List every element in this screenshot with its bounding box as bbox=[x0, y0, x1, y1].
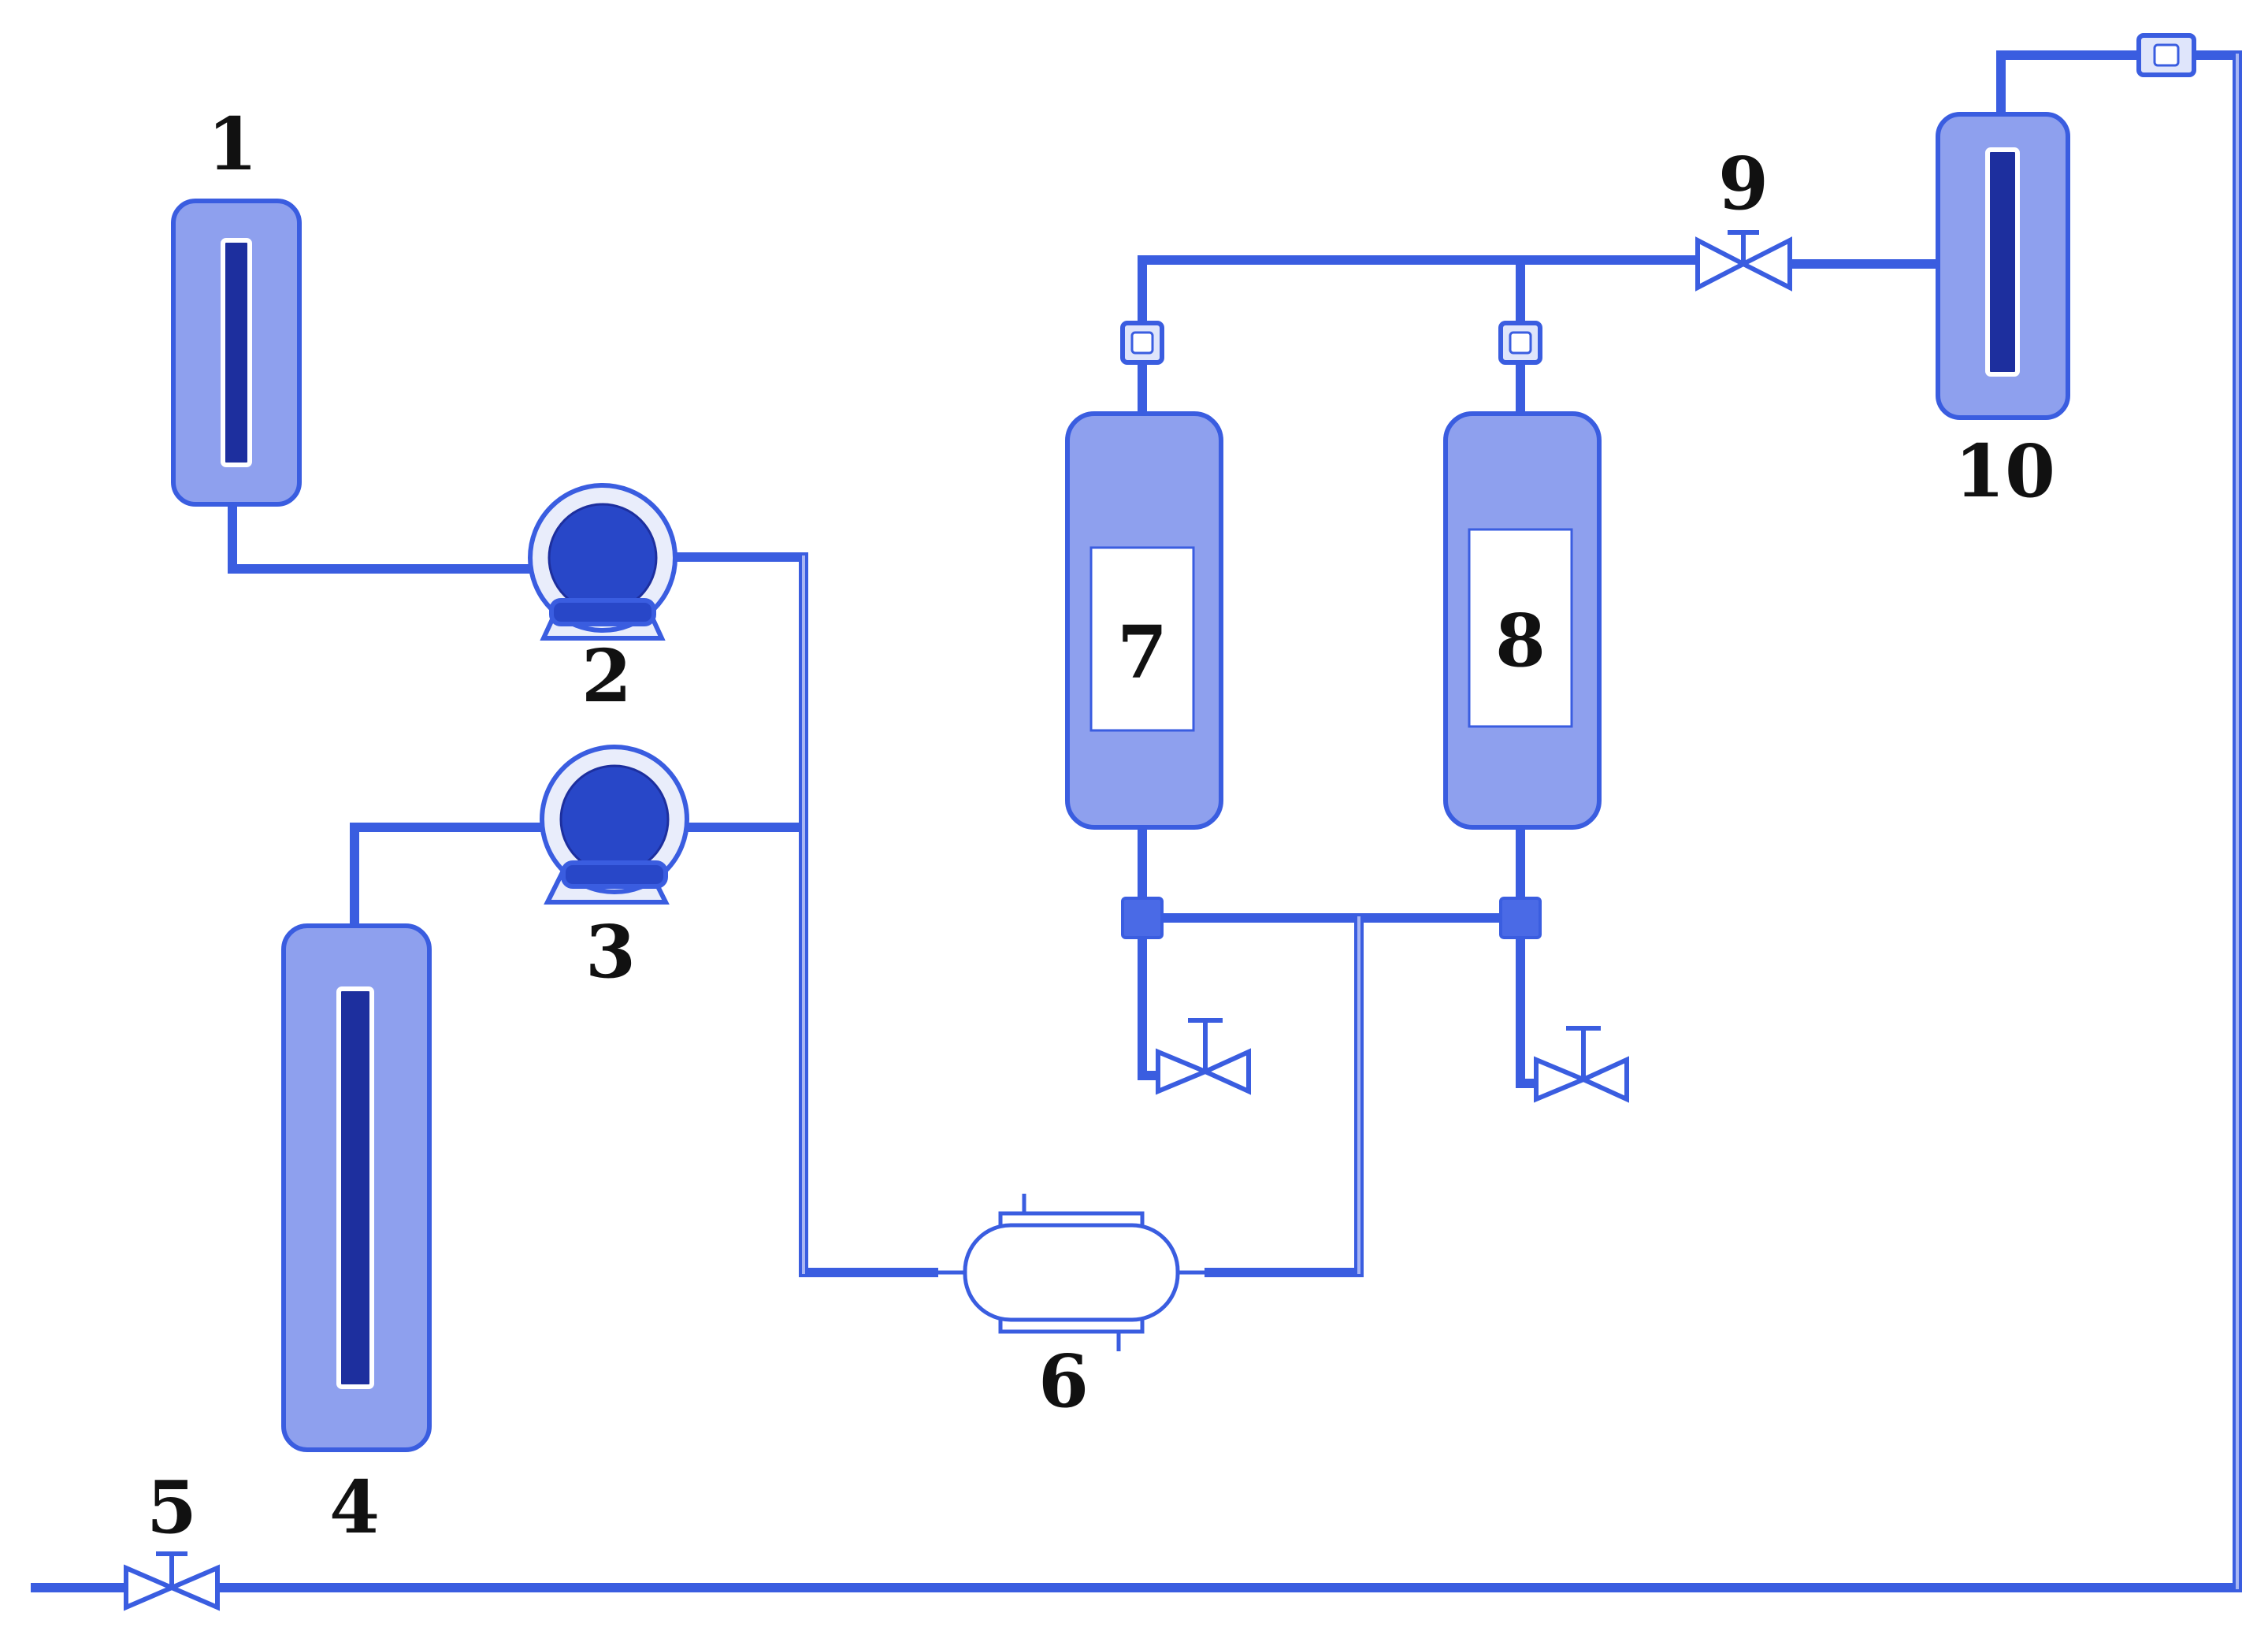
pipe-heat-exchanger-to-manifold bbox=[1205, 913, 1364, 1277]
vessel-4 bbox=[281, 923, 432, 1452]
pipe-vessel1-to-pump2 bbox=[228, 500, 540, 574]
label-3: 3 bbox=[585, 909, 636, 994]
pump-2-impeller bbox=[548, 503, 658, 613]
column-7-bottom-fitting bbox=[1121, 897, 1164, 939]
column-7-drain-valve-right bbox=[1199, 1048, 1251, 1095]
valve-9 bbox=[1695, 230, 1792, 292]
pipe-top-manifold bbox=[1138, 255, 1710, 414]
return-line-fitting-core bbox=[2153, 43, 2180, 67]
pipe-highlights bbox=[802, 54, 2239, 1589]
label-1: 1 bbox=[207, 102, 258, 187]
column-7-top-fitting-core bbox=[1130, 331, 1154, 355]
label-6: 6 bbox=[1038, 1339, 1089, 1424]
vessel-10 bbox=[1936, 112, 2070, 420]
heat-exchanger-6-bottom-rail bbox=[998, 1320, 1145, 1334]
pipe-vessel4-to-pump3 bbox=[350, 823, 548, 931]
vessel-10-level-gauge bbox=[1985, 147, 2020, 377]
label-5: 5 bbox=[147, 1465, 197, 1550]
valve-5 bbox=[124, 1551, 220, 1611]
column-8-top-fitting-core bbox=[1509, 331, 1532, 355]
column-7 bbox=[1065, 321, 1251, 1095]
vessel-1-level-gauge bbox=[221, 238, 252, 467]
return-line-fitting bbox=[2136, 33, 2196, 77]
valve-5-right-wedge bbox=[165, 1564, 220, 1611]
column-8 bbox=[1443, 321, 1629, 1103]
label-4: 4 bbox=[329, 1465, 380, 1550]
label-8: 8 bbox=[1495, 598, 1546, 683]
column-8-drain-valve-right bbox=[1577, 1056, 1629, 1103]
column-8-bottom-fitting bbox=[1499, 897, 1542, 939]
column-8-window bbox=[1468, 528, 1573, 728]
valve-9-left-wedge bbox=[1695, 236, 1749, 292]
column-7-drain-valve-left bbox=[1156, 1048, 1212, 1095]
label-7: 7 bbox=[1117, 610, 1167, 695]
heat-exchanger-6-shell bbox=[963, 1223, 1180, 1322]
vessel-1 bbox=[171, 199, 302, 507]
heat-exchanger-6-top-rail bbox=[998, 1211, 1145, 1225]
pump-3-foot bbox=[561, 860, 668, 889]
valve-5-left-wedge bbox=[124, 1564, 178, 1611]
label-9: 9 bbox=[1718, 141, 1769, 226]
pipe-return-line bbox=[212, 50, 2242, 1592]
vessel-4-level-gauge bbox=[336, 986, 374, 1389]
heat-exchanger-6 bbox=[934, 1194, 1209, 1351]
column-8-drain-valve-left bbox=[1534, 1056, 1590, 1103]
pump-3-impeller bbox=[559, 764, 670, 875]
pipe-vessel10-outlet bbox=[1996, 50, 2144, 119]
pump-2 bbox=[528, 483, 677, 641]
valve-9-right-wedge bbox=[1738, 236, 1792, 292]
pump-3 bbox=[540, 745, 689, 905]
label-10: 10 bbox=[1954, 429, 2055, 514]
column-7-window bbox=[1089, 546, 1195, 732]
label-2: 2 bbox=[581, 633, 632, 719]
component-labels: 1 2 3 4 5 6 7 8 9 10 bbox=[147, 102, 2055, 1550]
pump-2-foot bbox=[549, 598, 656, 626]
